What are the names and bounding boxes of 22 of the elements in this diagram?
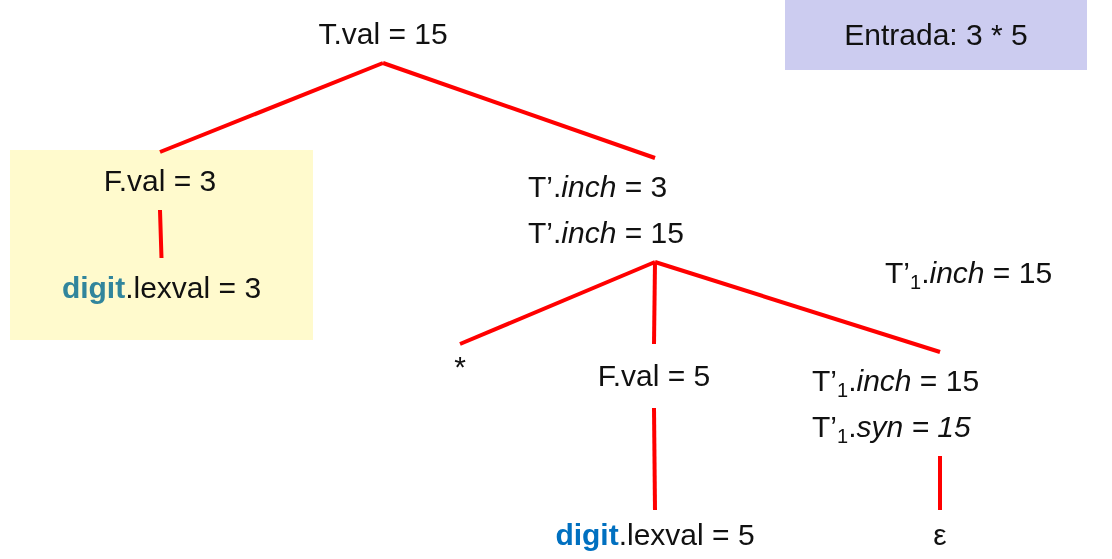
- attribute-text: T’$_{1}$.inch = 15: [812, 363, 980, 403]
- tree-branch: [652, 261, 657, 345]
- attribute-text: T’.inch = 3: [528, 169, 668, 205]
- attribute-text: T’.inch = 15: [528, 215, 684, 251]
- tree-branch: [652, 407, 657, 511]
- tree-branch: [382, 61, 656, 160]
- tree-branch: [158, 209, 164, 259]
- input-box: [785, 0, 1087, 70]
- attribute-text: *: [454, 349, 466, 385]
- tree-branch: [938, 456, 942, 510]
- attribute-label: T’$_{1}$.inch = 15: [885, 255, 1053, 295]
- attribute-text: digit.lexval = 3: [61, 270, 262, 306]
- attribute-text: digit.lexval = 5: [555, 516, 755, 553]
- attribute-text: ε: [933, 516, 947, 553]
- attribute-text: F.val = 5: [597, 358, 711, 394]
- attribute-text: T’$_{1}$.syn = 15: [812, 409, 971, 449]
- highlight-box: [10, 150, 313, 340]
- attribute-text: T.val = 15: [318, 16, 448, 52]
- input-text: Entrada: 3 * 5: [844, 17, 1028, 53]
- attribute-text: F.val = 3: [103, 163, 217, 199]
- tree-branch: [459, 260, 656, 346]
- tree-branch: [654, 260, 941, 354]
